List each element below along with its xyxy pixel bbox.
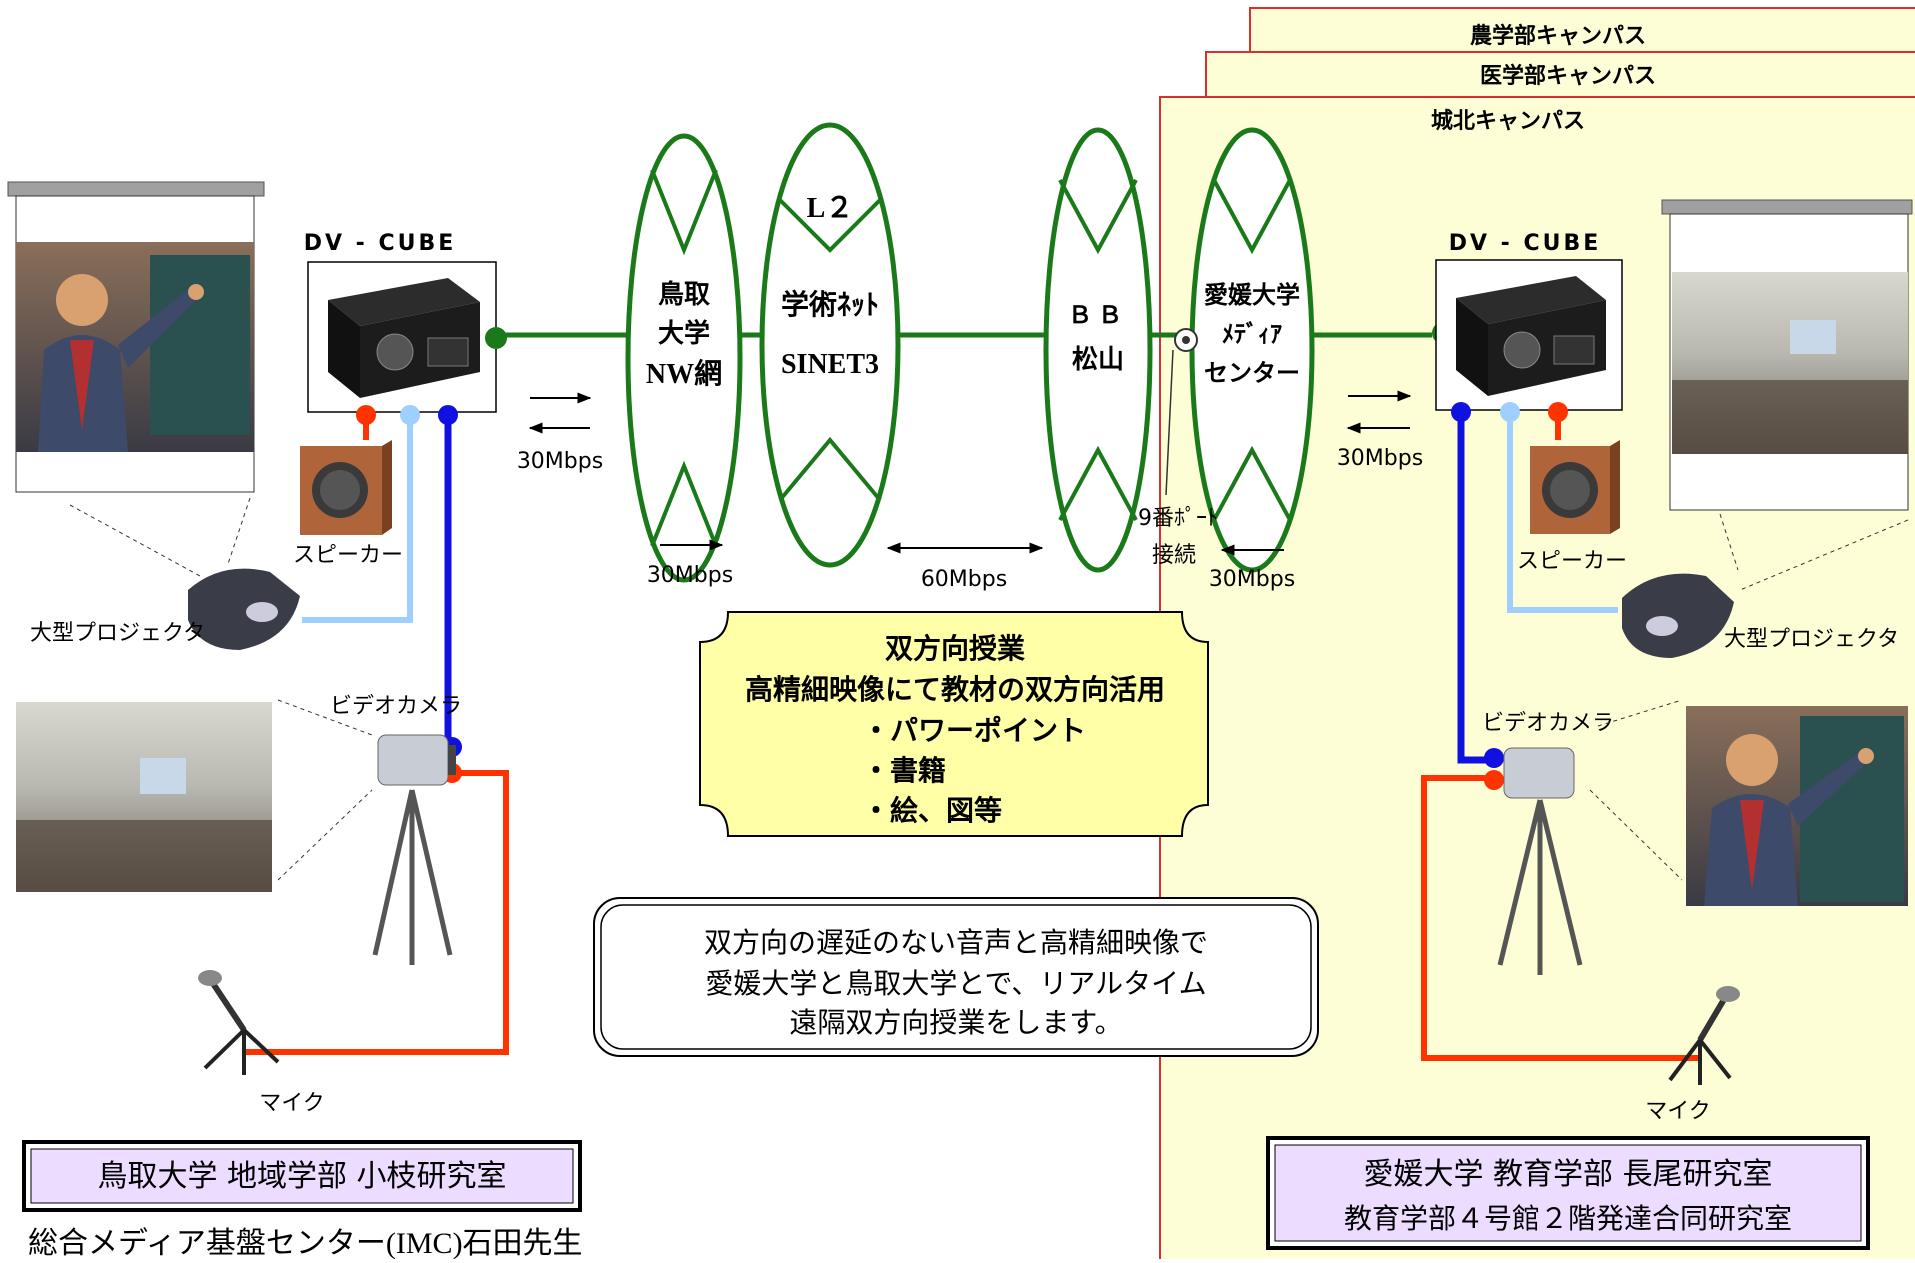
tottori-nw-node xyxy=(625,133,743,583)
left-network-port xyxy=(485,327,507,349)
tottori-line3: NW網 xyxy=(646,358,722,390)
left-dvcube[interactable] xyxy=(307,261,497,413)
left-projector-label: 大型プロジェクタ xyxy=(30,621,205,646)
left-audience-photo xyxy=(16,702,272,892)
ehime-line2: ﾒﾃﾞｨｱ xyxy=(1222,320,1282,348)
right-device-arrows xyxy=(1346,390,1412,434)
left-lower-speed: 30Mbps xyxy=(647,563,733,588)
left-mic-label: マイク xyxy=(259,1091,325,1116)
left-teacher-label: 総合メディア基盤センター(IMC)石田先生 xyxy=(28,1227,583,1259)
campus-agri-label: 農学部キャンパス xyxy=(1470,23,1646,49)
right-camera-audio-port xyxy=(1484,770,1504,790)
summary-line: 遠隔双方向授業をします。 xyxy=(789,1006,1122,1039)
sinet-line1: 学術ﾈｯﾄ xyxy=(781,288,879,321)
summary-line: 双方向の遅延のない音声と高精細映像で xyxy=(704,926,1208,959)
left-speaker xyxy=(300,440,392,535)
right-projector-label: 大型プロジェクタ xyxy=(1724,627,1899,652)
bb-matsuyama-node xyxy=(1043,127,1153,573)
tottori-line1: 鳥取 xyxy=(658,280,710,310)
right-lab-box xyxy=(1266,1136,1870,1250)
right-audio-port xyxy=(1548,402,1568,422)
left-projector xyxy=(188,568,300,650)
left-lab-box xyxy=(22,1140,582,1212)
left-microphone xyxy=(198,970,280,1075)
right-projector xyxy=(1622,573,1734,658)
right-projection-screen xyxy=(1661,199,1913,511)
right-device-speed: 30Mbps xyxy=(1337,446,1423,471)
right-mic-label: マイク xyxy=(1645,1099,1711,1124)
feature-title: 双方向授業 xyxy=(885,632,1025,665)
summary-line: 愛媛大学と鳥取大学とで、リアルタイム xyxy=(705,967,1206,1000)
bb-line1: ＢＢ xyxy=(1068,301,1128,329)
right-lab-line1: 愛媛大学 教育学部 長尾研究室 xyxy=(1363,1157,1772,1192)
ehime-line1: 愛媛大学 xyxy=(1204,281,1300,309)
sinet-node xyxy=(759,122,901,568)
left-video-camera xyxy=(372,734,456,965)
left-video-port xyxy=(438,405,458,425)
right-video-port xyxy=(1451,402,1471,422)
left-audio-port xyxy=(356,405,376,425)
right-teacher-photo xyxy=(1686,706,1908,906)
right-dvcube[interactable] xyxy=(1435,259,1623,411)
feature-item: ・絵、図等 xyxy=(862,794,1002,827)
feature-item: ・パワーポイント xyxy=(862,714,1086,747)
right-camera-label: ビデオカメラ xyxy=(1482,711,1614,736)
left-device-arrows xyxy=(528,392,592,434)
right-speaker-label: スピーカー xyxy=(1517,549,1627,574)
right-microphone xyxy=(1668,986,1740,1085)
campus-medical-label: 医学部キャンパス xyxy=(1480,63,1656,89)
middle-speed: 60Mbps xyxy=(921,567,1007,592)
right-lower-speed: 30Mbps xyxy=(1209,567,1295,592)
feature-box xyxy=(699,611,1209,837)
left-device-speed: 30Mbps xyxy=(517,449,603,474)
left-projector-port xyxy=(400,405,420,425)
ehime-line3: センター xyxy=(1204,359,1300,387)
l2-label: L２ xyxy=(807,193,854,224)
left-projection-screen xyxy=(7,181,265,493)
bb-line2: 松山 xyxy=(1072,345,1124,375)
feature-subtitle: 高精細映像にて教材の双方向活用 xyxy=(745,673,1165,706)
sinet-line2: SINET3 xyxy=(781,349,879,380)
port-line1: 9番ﾎﾟｰﾄ xyxy=(1138,506,1218,531)
right-projector-port xyxy=(1500,402,1520,422)
right-video-camera xyxy=(1497,747,1583,975)
port-line2: 接続 xyxy=(1152,543,1196,568)
campus-johoku-label: 城北キャンパス xyxy=(1431,108,1585,134)
tottori-line2: 大学 xyxy=(658,318,710,349)
right-camera-video-port xyxy=(1484,748,1504,768)
ehime-media-center-node xyxy=(1189,127,1315,573)
left-device-label: DV - CUBE xyxy=(304,231,457,256)
left-camera-label: ビデオカメラ xyxy=(330,694,462,719)
left-speaker-label: スピーカー xyxy=(293,543,403,568)
right-speaker xyxy=(1530,440,1620,534)
right-lab-line2: 教育学部４号館２階発達合同研究室 xyxy=(1344,1203,1792,1235)
right-device-label: DV - CUBE xyxy=(1449,231,1602,256)
feature-item: ・書籍 xyxy=(862,754,946,787)
summary-box xyxy=(593,897,1319,1057)
left-lab-label: 鳥取大学 地域学部 小枝研究室 xyxy=(97,1159,506,1194)
